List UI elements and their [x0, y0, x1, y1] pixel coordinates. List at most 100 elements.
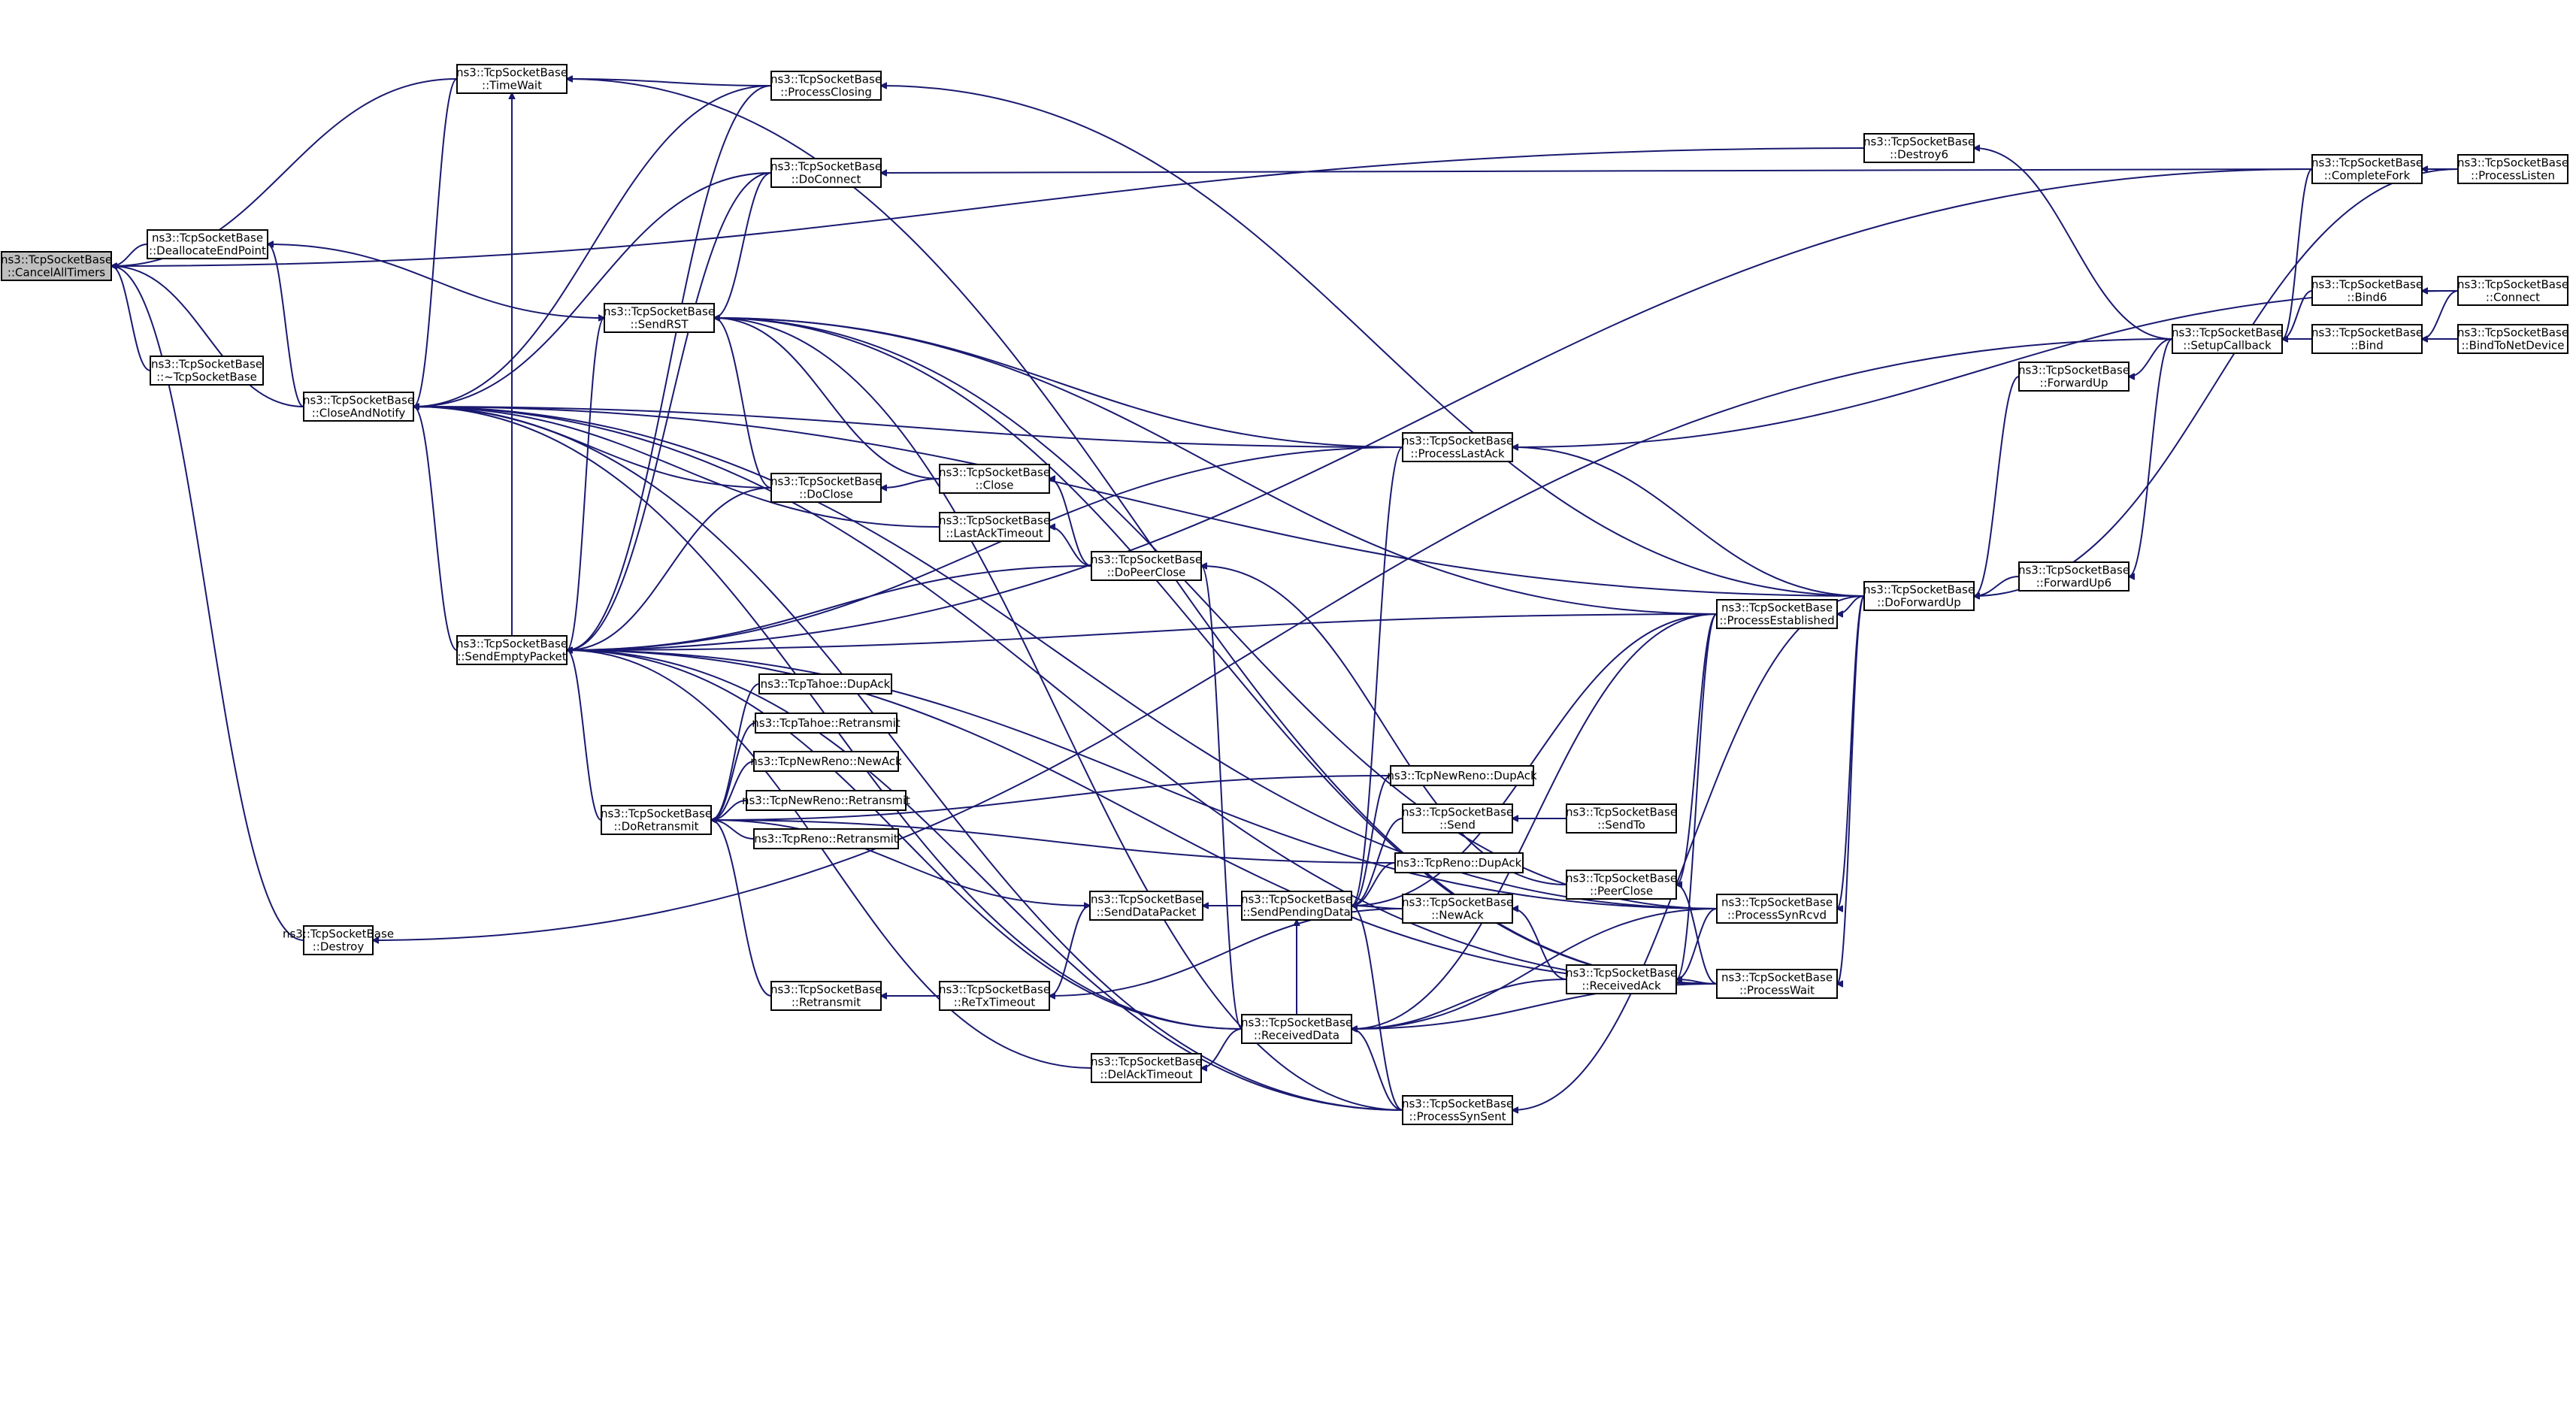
node-label: ::DoPeerClose: [1107, 566, 1186, 579]
node-bindNet[interactable]: ns3::TcpSocketBase::BindToNetDevice: [2457, 324, 2568, 354]
node-procEst[interactable]: ns3::TcpSocketBase::ProcessEstablished: [1716, 599, 1838, 629]
node-doPeerClose[interactable]: ns3::TcpSocketBase::DoPeerClose: [1091, 551, 1202, 581]
node-box: [758, 673, 892, 694]
call-edge-path: [881, 86, 1865, 597]
node-tahoeRetx[interactable]: ns3::TcpTahoe::Retransmit: [752, 713, 901, 734]
node-renoDup[interactable]: ns3::TcpReno::DupAck: [1394, 852, 1524, 873]
node-connect[interactable]: ns3::TcpSocketBase::Connect: [2457, 276, 2568, 306]
node-label: ns3::TcpSocketBase: [1091, 553, 1202, 567]
call-edge: [413, 407, 458, 651]
node-send[interactable]: ns3::TcpSocketBase::Send: [1402, 803, 1513, 834]
node-label: ::BindToNetDevice: [2461, 339, 2564, 352]
call-edge: [1049, 906, 1090, 997]
node-dtor[interactable]: ns3::TcpSocketBase::~TcpSocketBase: [150, 356, 264, 386]
call-edge: [1676, 908, 1718, 979]
node-timeWait[interactable]: ns3::TcpSocketBase::TimeWait: [456, 64, 568, 94]
node-recvAck[interactable]: ns3::TcpSocketBase::ReceivedAck: [1566, 964, 1677, 994]
node-recvData[interactable]: ns3::TcpSocketBase::ReceivedData: [1241, 1014, 1352, 1044]
node-cancel[interactable]: ns3::TcpSocketBase::CancelAllTimers: [1, 251, 112, 281]
node-destroy[interactable]: ns3::TcpSocketBase::Destroy: [283, 925, 394, 955]
node-box: [1716, 894, 1838, 924]
node-forwardUp[interactable]: ns3::TcpSocketBase::ForwardUp: [2018, 362, 2130, 392]
call-edge: [111, 266, 304, 407]
call-edge: [1201, 1028, 1243, 1068]
node-doConnect[interactable]: ns3::TcpSocketBase::DoConnect: [770, 158, 882, 188]
node-label: ns3::TcpSocketBase: [1566, 967, 1677, 980]
call-edge-path: [711, 820, 772, 997]
node-box: [456, 635, 568, 665]
node-label: ::CancelAllTimers: [8, 266, 105, 280]
node-closeNotify[interactable]: ns3::TcpSocketBase::CloseAndNotify: [303, 392, 414, 422]
call-edge-path: [413, 407, 458, 651]
node-doClose[interactable]: ns3::TcpSocketBase::DoClose: [770, 473, 882, 503]
node-setupCb[interactable]: ns3::TcpSocketBase::SetupCallback: [2172, 324, 2283, 354]
node-box: [753, 828, 899, 849]
call-edge-path: [714, 318, 1718, 985]
call-edge: [1837, 595, 1865, 984]
node-box: [1566, 964, 1677, 994]
call-edge: [567, 446, 1403, 650]
node-renoRetx[interactable]: ns3::TcpReno::Retransmit: [753, 828, 899, 849]
node-newAck[interactable]: ns3::TcpSocketBase::NewAck: [1402, 894, 1513, 924]
node-procWait[interactable]: ns3::TcpSocketBase::ProcessWait: [1716, 969, 1838, 999]
node-peerClose[interactable]: ns3::TcpSocketBase::PeerClose: [1566, 870, 1677, 900]
call-edge: [1512, 595, 1865, 1110]
node-label: ::ReceivedAck: [1582, 979, 1661, 993]
node-label: ::SetupCallback: [2183, 339, 2272, 352]
call-edge-path: [111, 266, 151, 371]
node-sendRST[interactable]: ns3::TcpSocketBase::SendRST: [604, 303, 715, 333]
node-procClosing[interactable]: ns3::TcpSocketBase::ProcessClosing: [770, 71, 882, 101]
node-sendTo[interactable]: ns3::TcpSocketBase::SendTo: [1566, 803, 1677, 834]
call-edge: [413, 407, 1403, 1111]
node-delAckTO[interactable]: ns3::TcpSocketBase::DelAckTimeout: [1091, 1053, 1202, 1083]
node-reTxTO[interactable]: ns3::TcpSocketBase::ReTxTimeout: [939, 981, 1050, 1011]
call-edge-path: [413, 407, 1718, 909]
call-edge: [567, 565, 1092, 650]
node-procListen[interactable]: ns3::TcpSocketBase::ProcessListen: [2457, 154, 2568, 184]
call-edge-path: [413, 407, 1865, 597]
call-edge-path: [714, 318, 1403, 448]
node-forwardUp6[interactable]: ns3::TcpSocketBase::ForwardUp6: [2018, 561, 2130, 592]
node-dealloc[interactable]: ns3::TcpSocketBase::DeallocateEndPoint: [147, 229, 268, 259]
node-doRetransmit[interactable]: ns3::TcpSocketBase::DoRetransmit: [601, 805, 712, 835]
node-label: ns3::TcpSocketBase: [2457, 278, 2568, 292]
node-nrNewAck[interactable]: ns3::TcpNewReno::NewAck: [750, 751, 902, 772]
node-close[interactable]: ns3::TcpSocketBase::Close: [939, 464, 1050, 494]
call-edge: [1049, 527, 1092, 567]
node-procSynRcvd[interactable]: ns3::TcpSocketBase::ProcessSynRcvd: [1716, 894, 1838, 924]
node-doForwardUp[interactable]: ns3::TcpSocketBase::DoForwardUp: [1863, 581, 1975, 611]
node-retransmit[interactable]: ns3::TcpSocketBase::Retransmit: [770, 981, 882, 1011]
node-nrDupAck[interactable]: ns3::TcpNewReno::DupAck: [1387, 765, 1537, 786]
call-edge: [567, 650, 1243, 1030]
node-label: ns3::TcpSocketBase: [2457, 156, 2568, 170]
call-edge: [1974, 148, 2173, 340]
node-lastAckTO[interactable]: ns3::TcpSocketBase::LastAckTimeout: [939, 512, 1050, 542]
call-edge-path: [567, 650, 1092, 1069]
node-nrRetx[interactable]: ns3::TcpNewReno::Retransmit: [742, 790, 910, 811]
call-edge: [413, 407, 772, 489]
node-label: ::ReceivedData: [1254, 1029, 1339, 1042]
node-box: [1402, 1095, 1513, 1125]
node-box: [770, 71, 882, 101]
node-procSynSent[interactable]: ns3::TcpSocketBase::ProcessSynSent: [1402, 1095, 1513, 1125]
call-edge: [567, 79, 772, 86]
call-edge: [413, 85, 772, 407]
node-destroy6[interactable]: ns3::TcpSocketBase::Destroy6: [1863, 133, 1975, 163]
node-bind[interactable]: ns3::TcpSocketBase::Bind: [2311, 324, 2423, 354]
node-sendDataPkt[interactable]: ns3::TcpSocketBase::SendDataPacket: [1089, 891, 1203, 921]
call-edge: [2422, 290, 2459, 339]
node-box: [1402, 894, 1513, 924]
node-procLastAck[interactable]: ns3::TcpSocketBase::ProcessLastAck: [1402, 432, 1513, 462]
node-sendEmpty[interactable]: ns3::TcpSocketBase::SendEmptyPacket: [456, 635, 568, 665]
node-bind6[interactable]: ns3::TcpSocketBase::Bind6: [2311, 276, 2423, 306]
node-completeFork[interactable]: ns3::TcpSocketBase::CompleteFork: [2311, 154, 2423, 184]
call-edge: [413, 407, 1865, 597]
node-box: [755, 713, 898, 734]
call-edge-path: [567, 79, 772, 86]
node-label: ::ReTxTimeout: [954, 996, 1036, 1009]
node-sendPending[interactable]: ns3::TcpSocketBase::SendPendingData: [1241, 891, 1352, 921]
edges-layer: [111, 79, 2459, 1111]
node-tahoeDup[interactable]: ns3::TcpTahoe::DupAck: [758, 673, 892, 694]
call-edge: [1837, 595, 1865, 909]
node-box: [147, 229, 268, 259]
